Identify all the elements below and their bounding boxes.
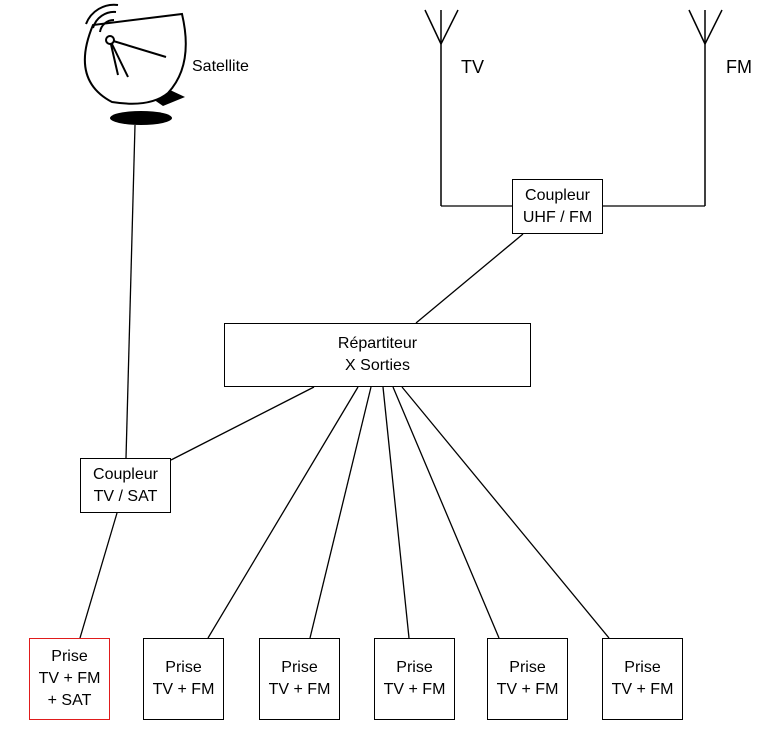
- wire-splitter-to-outlet-3: [382, 386, 410, 639]
- outlet-5-line2: TV + FM: [611, 681, 674, 698]
- satellite-label: Satellite: [192, 58, 249, 75]
- coupler-tv-sat-line1: Coupleur: [93, 465, 158, 483]
- outlet-tv-fm-1: Prise TV + FM: [143, 638, 224, 720]
- outlet-4-line2: TV + FM: [496, 681, 559, 698]
- splitter: Répartiteur X Sorties: [224, 323, 531, 387]
- satellite-dish-icon: [84, 3, 187, 125]
- outlet-5-line1: Prise: [624, 659, 661, 676]
- wire-splitter-to-outlet-2: [309, 386, 372, 639]
- wire-splitter-to-outlet-4: [392, 386, 500, 639]
- coupler-tv-sat: Coupleur TV / SAT: [80, 458, 171, 513]
- outlet-1-line2: TV + FM: [152, 681, 215, 698]
- splitter-line2: X Sorties: [345, 357, 410, 374]
- outlet-2-line1: Prise: [281, 659, 318, 676]
- coupler-tv-sat-line2: TV / SAT: [93, 487, 158, 505]
- outlet-2-line2: TV + FM: [268, 681, 331, 698]
- outlet-tv-fm-5: Prise TV + FM: [602, 638, 683, 720]
- outlet-tv-fm-sat: Prise TV + FM + SAT: [29, 638, 110, 720]
- fm-antenna-icon: [688, 9, 723, 206]
- wire-splitter-to-outlet-1: [207, 386, 359, 639]
- wire-tvsat-coupler-to-outlet: [79, 512, 118, 639]
- splitter-line1: Répartiteur: [337, 335, 418, 352]
- outlet-tv-fm-2: Prise TV + FM: [259, 638, 340, 720]
- coupler-uhf-fm-line1: Coupleur: [525, 186, 590, 204]
- outlet-3-line1: Prise: [396, 659, 433, 676]
- wire-satellite-to-coupler: [125, 124, 136, 459]
- outlet-3-line2: TV + FM: [383, 681, 446, 698]
- wire-splitter-to-tvsat-coupler: [170, 386, 315, 461]
- outlet-tv-fm-4: Prise TV + FM: [487, 638, 568, 720]
- coupler-uhf-fm: Coupleur UHF / FM: [512, 179, 603, 234]
- outlet-sat-line3: + SAT: [47, 692, 92, 709]
- wire-coupler-to-splitter: [415, 233, 524, 324]
- tv-antenna-icon: [424, 9, 459, 206]
- coupler-uhf-fm-line2: UHF / FM: [522, 208, 593, 226]
- outlet-sat-line2: TV + FM: [38, 670, 101, 687]
- outlet-1-line1: Prise: [165, 659, 202, 676]
- outlet-sat-line1: Prise: [51, 648, 88, 665]
- outlet-tv-fm-3: Prise TV + FM: [374, 638, 455, 720]
- fm-antenna-label: FM: [726, 57, 752, 77]
- wire-splitter-to-outlet-5: [401, 386, 610, 639]
- tv-antenna-label: TV: [461, 57, 485, 77]
- outlet-4-line1: Prise: [509, 659, 546, 676]
